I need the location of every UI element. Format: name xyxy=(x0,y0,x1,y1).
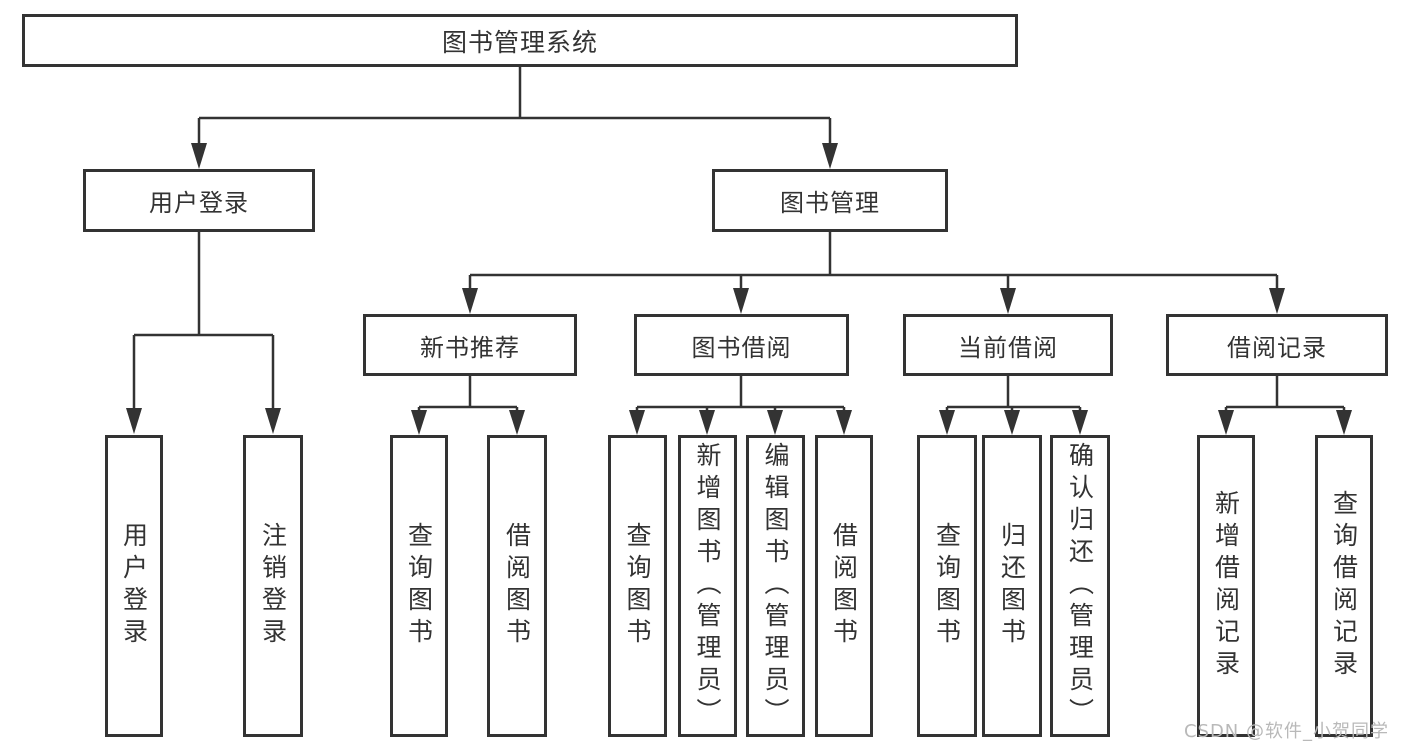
leaf-borrow-books: 借阅图书 xyxy=(815,435,873,737)
node-label: 借阅记录 xyxy=(1227,333,1327,362)
leaf-query-books-recommend: 查询图书 xyxy=(390,435,448,737)
node-label: 图书管理 xyxy=(780,189,880,217)
node-label: 新书推荐 xyxy=(420,333,520,362)
node-label: 当前借阅 xyxy=(958,333,1058,362)
connector-borrow-records-to-leaves xyxy=(1224,376,1346,414)
connector-new-book-to-leaves xyxy=(417,376,519,414)
arrowheads xyxy=(126,143,1352,435)
leaf-query-books-current: 查询图书 xyxy=(917,435,977,737)
connector-user-login-to-leaves xyxy=(132,232,275,410)
leaf-add-books-admin: 新增图书（管理员） xyxy=(678,435,737,737)
node-borrow-records: 借阅记录 xyxy=(1166,314,1388,376)
leaf-label: 新增图书（管理员） xyxy=(693,442,722,730)
connector-root-to-level2 xyxy=(197,67,832,146)
connector-current-borrow-to-leaves xyxy=(945,376,1082,414)
leaf-label: 确认归还（管理员） xyxy=(1065,442,1095,730)
leaf-label: 归还图书 xyxy=(997,522,1027,650)
leaf-label: 借阅图书 xyxy=(502,522,532,650)
root-node: 图书管理系统 xyxy=(22,14,1018,67)
leaf-query-borrow-record: 查询借阅记录 xyxy=(1315,435,1373,737)
leaf-label: 借阅图书 xyxy=(829,522,859,650)
leaf-query-books-borrow: 查询图书 xyxy=(608,435,667,737)
leaf-label: 编辑图书（管理员） xyxy=(761,442,790,730)
node-book-borrow: 图书借阅 xyxy=(634,314,849,376)
node-current-borrow: 当前借阅 xyxy=(903,314,1113,376)
leaf-label: 注销登录 xyxy=(258,522,288,650)
node-label: 图书借阅 xyxy=(691,333,792,362)
leaf-borrow-books-recommend: 借阅图书 xyxy=(487,435,547,737)
leaf-user-login: 用户登录 xyxy=(105,435,163,737)
leaf-label: 新增借阅记录 xyxy=(1211,490,1241,682)
leaf-return-books: 归还图书 xyxy=(982,435,1042,737)
connector-book-mgmt-to-level3 xyxy=(468,232,1279,292)
node-label: 用户登录 xyxy=(149,189,249,217)
leaf-label: 查询借阅记录 xyxy=(1329,490,1359,682)
watermark: CSDN @软件_小贺同学 xyxy=(1183,721,1389,742)
leaf-label: 用户登录 xyxy=(119,522,149,650)
leaf-edit-books-admin: 编辑图书（管理员） xyxy=(746,435,805,737)
leaf-label: 查询图书 xyxy=(623,522,652,650)
node-user-login: 用户登录 xyxy=(83,169,315,232)
root-node-label: 图书管理系统 xyxy=(441,27,598,57)
leaf-label: 查询图书 xyxy=(932,522,962,650)
leaf-confirm-return-admin: 确认归还（管理员） xyxy=(1050,435,1110,737)
node-book-management: 图书管理 xyxy=(712,169,948,232)
leaf-add-borrow-record: 新增借阅记录 xyxy=(1197,435,1255,737)
node-new-book-recommend: 新书推荐 xyxy=(363,314,577,376)
connector-book-borrow-to-leaves xyxy=(635,376,846,414)
leaf-label: 查询图书 xyxy=(404,522,434,650)
leaf-logout: 注销登录 xyxy=(243,435,303,737)
